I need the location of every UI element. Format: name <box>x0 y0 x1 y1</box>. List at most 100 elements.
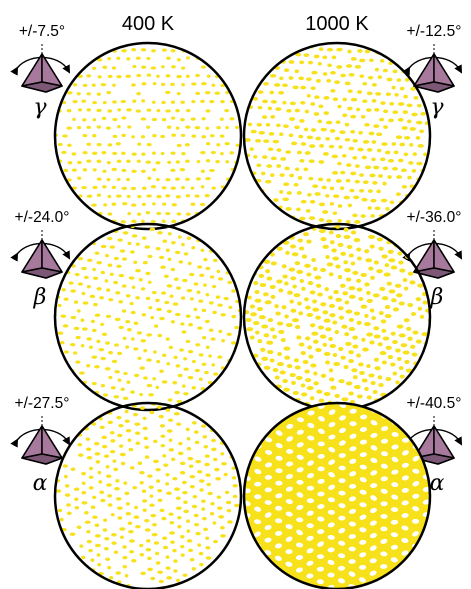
pattern-dot <box>292 86 298 90</box>
pattern-dot <box>62 134 68 137</box>
pattern-dot <box>142 499 147 502</box>
pattern-dot <box>117 178 121 181</box>
pattern-dot <box>306 240 311 244</box>
pattern-dot <box>395 380 399 384</box>
pattern-dot <box>150 577 155 580</box>
rotation-angle-left-gamma: +/-7.5° <box>19 23 65 40</box>
pattern-dot <box>156 561 160 564</box>
pattern-dot <box>268 318 273 322</box>
pattern-dot <box>351 57 357 61</box>
pattern-dot <box>136 92 140 95</box>
pattern-dot <box>111 513 115 516</box>
pattern-dot <box>115 318 121 321</box>
pattern-dot <box>396 135 402 139</box>
pattern-dot <box>298 176 302 180</box>
pattern-dot <box>204 194 209 197</box>
pattern-dot <box>162 380 168 383</box>
pattern-dot <box>409 280 415 284</box>
pattern-dot <box>307 386 314 390</box>
pattern-dot <box>213 458 217 461</box>
pattern-dot <box>161 517 166 520</box>
pattern-dot <box>187 237 191 240</box>
pattern-dot <box>335 137 340 141</box>
pattern-dot <box>72 168 77 171</box>
pattern-dot <box>105 254 109 257</box>
pattern-dot <box>217 495 222 498</box>
pattern-dot <box>343 98 347 102</box>
pattern-dot <box>82 118 86 121</box>
pattern-dot <box>348 204 352 208</box>
pattern-dot <box>314 55 320 59</box>
pattern-dot <box>61 151 66 154</box>
pattern-dot <box>345 300 350 304</box>
pattern-dot <box>394 151 399 155</box>
pattern-dot <box>278 288 283 292</box>
pattern-dot <box>159 256 164 259</box>
pattern-dot <box>135 431 140 434</box>
pattern-dot <box>206 142 210 145</box>
pattern-dot <box>323 152 329 156</box>
pattern-dot <box>202 336 206 339</box>
pattern-dot <box>100 323 104 326</box>
pattern-dot <box>169 346 173 349</box>
pattern-dot <box>181 186 185 189</box>
pattern-dot <box>155 468 160 471</box>
pattern-dot <box>171 268 175 271</box>
pattern-dot <box>197 326 202 329</box>
pattern-dot <box>284 356 290 360</box>
pattern-dot <box>97 194 101 197</box>
pattern-dot <box>208 354 212 357</box>
pattern-dot <box>166 576 172 579</box>
pattern-dot <box>319 399 325 403</box>
pattern-dot <box>203 435 208 438</box>
pattern-dot <box>350 130 355 134</box>
pattern-dot <box>166 566 171 569</box>
pattern-dot <box>131 170 136 173</box>
pattern-dot <box>338 347 343 351</box>
pattern-dot <box>150 66 156 69</box>
pattern-dot <box>221 339 225 342</box>
pattern-dot <box>102 333 107 336</box>
pattern-dot <box>332 155 338 159</box>
pattern-dot <box>116 75 121 78</box>
pattern-dot <box>373 124 379 128</box>
pattern-dot <box>177 144 182 147</box>
pattern-dot <box>392 340 398 344</box>
pattern-dot <box>181 66 185 69</box>
pattern-dot <box>261 324 268 328</box>
pattern-dot <box>206 293 210 296</box>
pattern-dot <box>420 112 426 116</box>
pattern-dot <box>146 548 152 551</box>
pattern-dot <box>156 360 160 363</box>
pattern-dot <box>409 143 413 147</box>
pattern-dot <box>227 281 232 284</box>
pattern-dot <box>98 471 102 474</box>
pattern-dot <box>225 126 229 129</box>
pattern-dot <box>58 509 62 512</box>
pattern-dot <box>123 481 127 484</box>
pattern-dot <box>312 308 319 312</box>
pattern-dot <box>366 333 373 337</box>
pattern-dot <box>392 86 396 90</box>
pattern-dot <box>282 264 287 268</box>
pattern-dot <box>229 151 233 154</box>
pattern-dot <box>64 475 68 478</box>
pattern-dot <box>303 167 308 171</box>
pattern-dot <box>295 167 299 171</box>
pattern-dot <box>150 494 154 497</box>
pattern-dot <box>146 297 151 300</box>
pattern-dot <box>146 539 151 542</box>
pattern-dot <box>381 254 387 258</box>
pattern-dot <box>295 261 300 265</box>
pattern-dot <box>165 109 171 112</box>
pattern-dot <box>413 331 419 335</box>
pattern-dot <box>70 343 76 346</box>
pattern-dot <box>308 177 313 181</box>
pattern-dot <box>166 408 170 411</box>
pattern-dot <box>121 49 127 52</box>
pattern-dot <box>297 302 302 306</box>
pattern-dot <box>137 357 141 360</box>
pattern-dot <box>165 91 170 94</box>
pattern-dot <box>201 185 205 188</box>
pattern-dot <box>191 117 196 120</box>
